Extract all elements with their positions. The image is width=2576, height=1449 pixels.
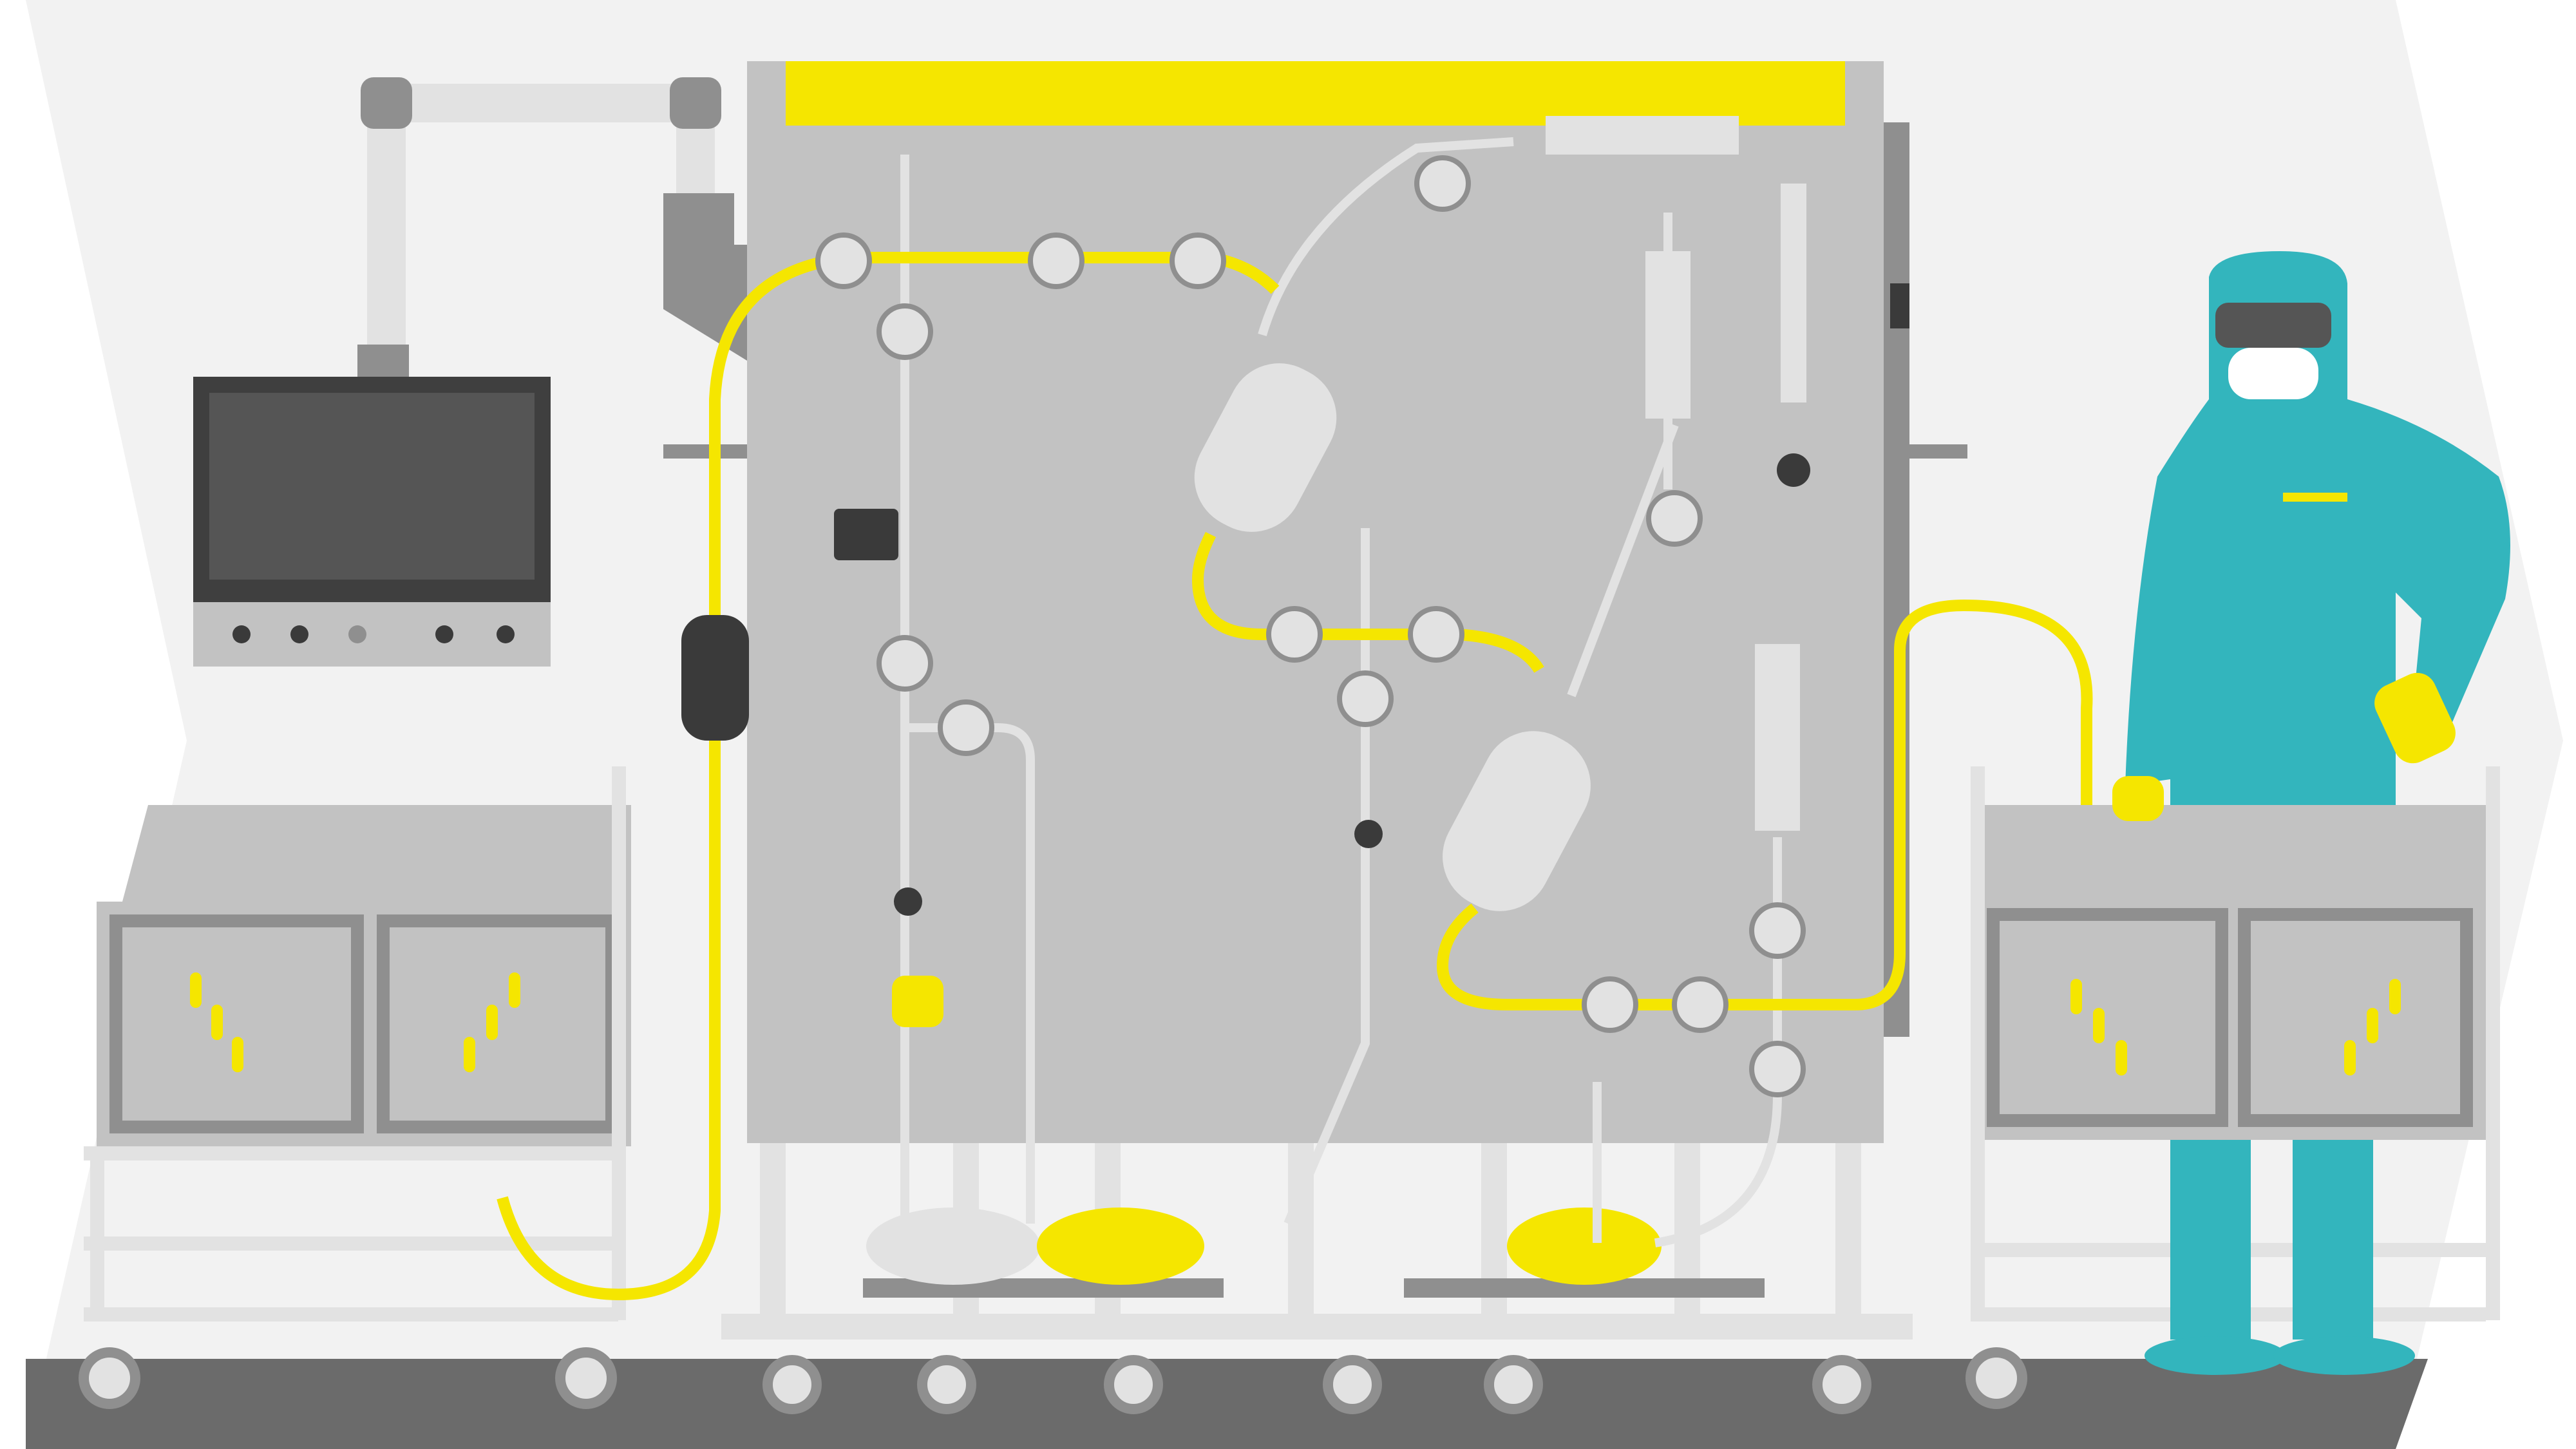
machine-top-accent bbox=[786, 61, 1845, 126]
machine-fittings bbox=[681, 283, 1909, 916]
duct bbox=[367, 84, 715, 348]
right-cabinet-indicators bbox=[2070, 979, 2401, 1075]
operator-cleanroom-suit-icon bbox=[2112, 251, 2510, 1375]
floor bbox=[26, 1359, 2428, 1449]
fluid-bag-icon bbox=[866, 1208, 1662, 1285]
duct-flange bbox=[663, 193, 734, 245]
machine-side-rail-left bbox=[663, 444, 747, 459]
machine-wheels bbox=[762, 1355, 1871, 1414]
left-cabinet-indicators bbox=[190, 972, 520, 1072]
machine-side-rail-right bbox=[1884, 444, 1967, 459]
monitor-icon bbox=[193, 377, 551, 667]
monitor-mount bbox=[357, 345, 409, 377]
right-cart-wheels bbox=[1965, 1347, 2027, 1409]
chevron-right-cut bbox=[2396, 0, 2576, 1449]
duct-elbow-left bbox=[361, 77, 412, 129]
duct-elbow-right bbox=[670, 77, 721, 129]
valve-icon bbox=[815, 155, 1806, 1097]
right-cabinet-cart bbox=[1971, 766, 2500, 1321]
pump-indicator bbox=[892, 976, 943, 1027]
left-cabinet-cart bbox=[84, 766, 631, 1321]
chevron-left-cut bbox=[0, 0, 187, 1449]
caster-wheel-icon bbox=[79, 1347, 617, 1409]
column-assemblies bbox=[1546, 116, 1806, 831]
filter-capsule-icon bbox=[1194, 363, 1591, 911]
